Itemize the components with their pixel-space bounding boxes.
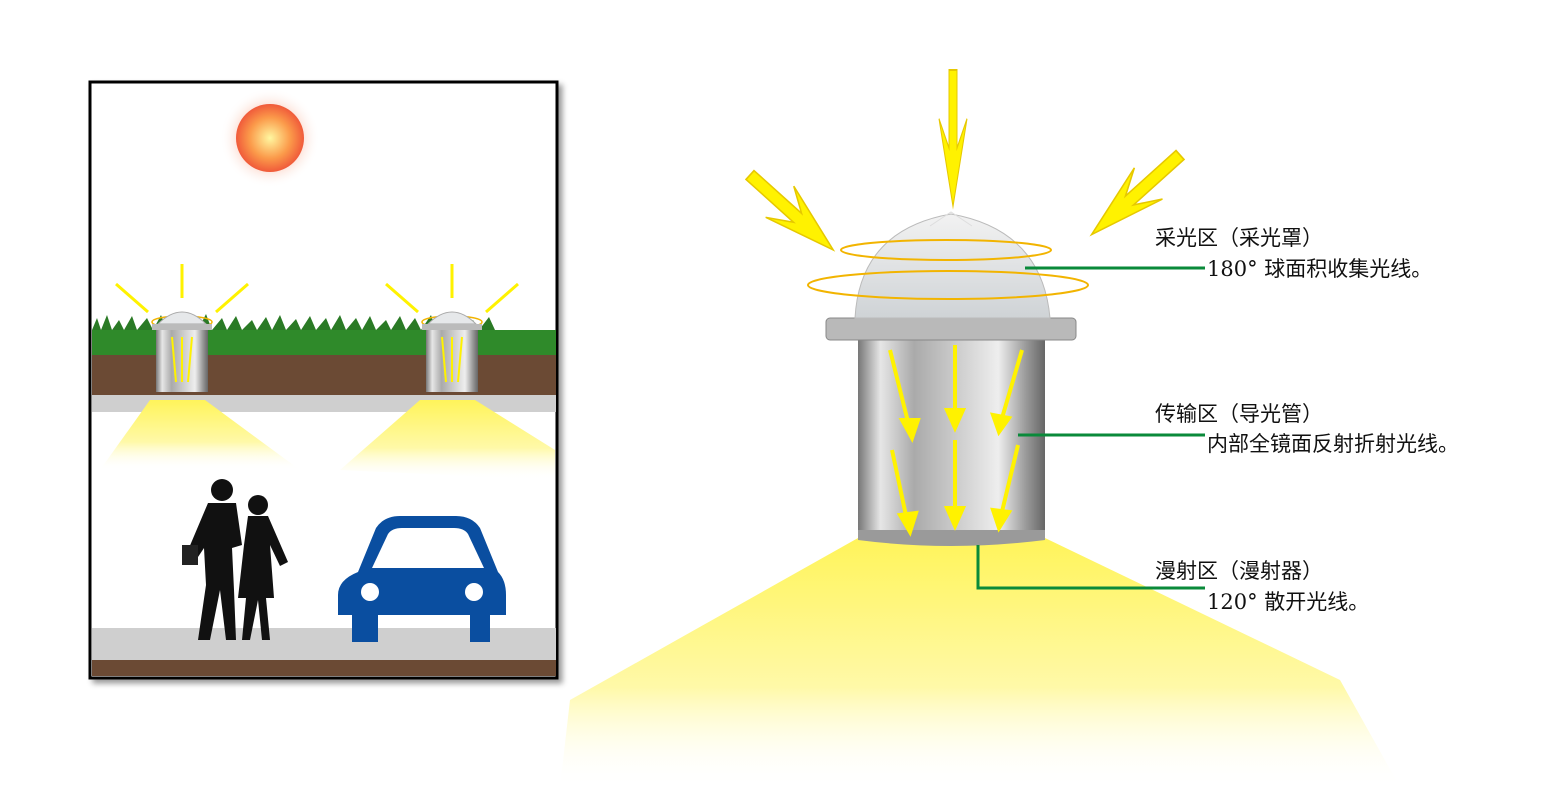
diffused-light-cone (560, 538, 1400, 787)
car-icon (338, 516, 506, 642)
pedestrians-icon (182, 479, 288, 640)
sun-icon (236, 104, 304, 172)
mounting-flange (825, 317, 1077, 341)
light-pipe-detail (560, 69, 1400, 787)
collection-ring (840, 239, 1052, 261)
zone-collection-title: 采光区（采光罩） (1155, 226, 1323, 250)
tube-reflection-arrows (888, 345, 1024, 537)
leader-lines (976, 266, 1205, 590)
zone-collection-description: 180° 球面积收集光线。 (1207, 257, 1433, 281)
zone-transmission-description: 内部全镜面反射折射光线。 (1207, 432, 1459, 456)
street-scene (92, 88, 556, 676)
zone-diffusion-title: 漫射区（漫射器） (1155, 559, 1323, 583)
light-dome (854, 213, 1051, 319)
zone-transmission-title: 传输区（导光管） (1155, 402, 1323, 426)
zone-diffusion-description: 120° 散开光线。 (1207, 590, 1370, 614)
